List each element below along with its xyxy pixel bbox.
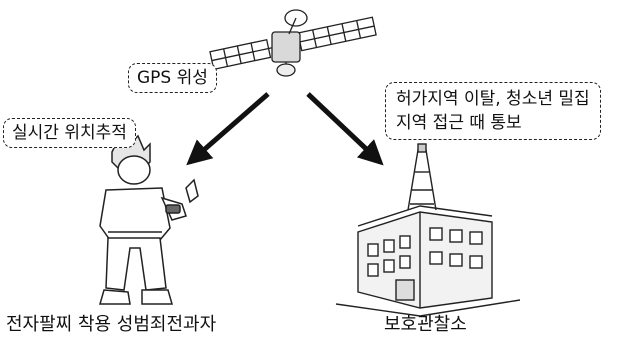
office-caption: 보호관찰소	[384, 314, 467, 335]
alert-line-1: 허가지역 이탈, 청소년 밀집	[396, 89, 590, 109]
satellite-icon	[209, 9, 377, 77]
office-building-icon	[335, 143, 521, 317]
alert-line-2: 지역 접근 때 통보	[396, 113, 522, 133]
gps-satellite-label: GPS 위성	[128, 63, 217, 93]
offender-figure	[99, 134, 199, 305]
alert-notification-box: 허가지역 이탈, 청소년 밀집 지역 접근 때 통보	[385, 82, 601, 140]
arrow-to-office	[306, 92, 384, 166]
arrow-to-offender	[186, 92, 270, 166]
offender-caption: 전자팔찌 착용 성범죄전과자	[6, 314, 217, 335]
realtime-tracking-label: 실시간 위치추적	[3, 118, 136, 148]
